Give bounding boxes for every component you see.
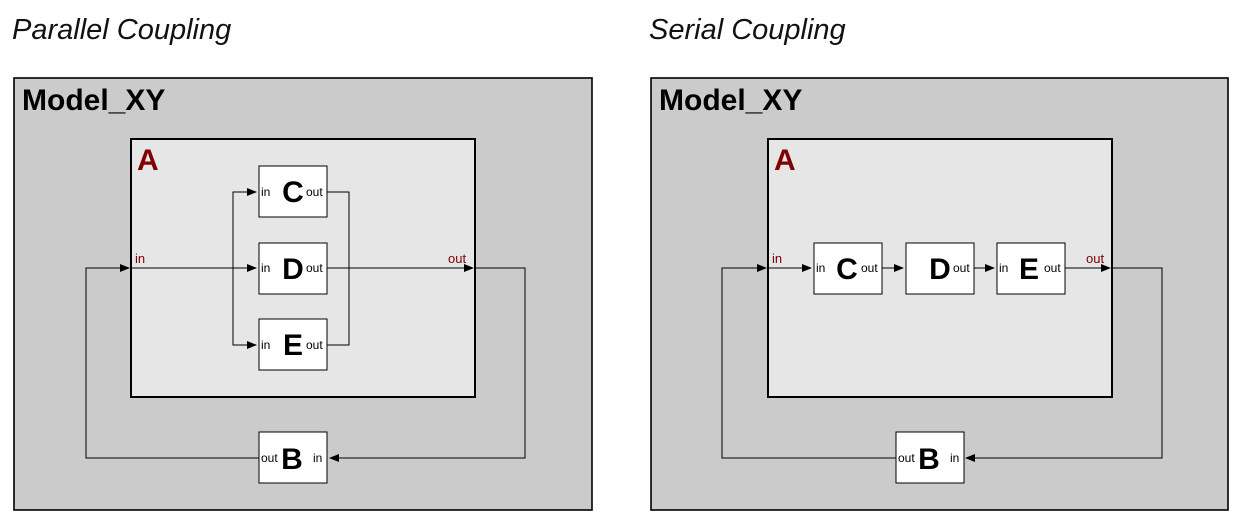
serial-block-e-in-port: in (999, 261, 1008, 275)
parallel-block-e: in E out (258, 318, 328, 371)
serial-block-b-label: B (918, 443, 940, 476)
serial-title: Serial Coupling (649, 14, 846, 46)
parallel-block-c-box (258, 165, 328, 218)
parallel-block-d-in-port: in (261, 261, 270, 275)
serial-coupling-diagram: Serial Coupling Model_XY A in out in C o… (649, 14, 1229, 511)
serial-block-e-label: E (1019, 253, 1039, 286)
parallel-a-in-port: in (135, 251, 145, 266)
parallel-model-xy-label: Model_XY (22, 84, 165, 117)
parallel-a-out-port: out (448, 251, 466, 266)
parallel-coupling-diagram: Parallel Coupling Model_XY A in out in C… (12, 14, 593, 511)
parallel-block-b-in-port: in (313, 451, 322, 465)
parallel-block-e-label: E (283, 329, 303, 362)
serial-block-b-box (895, 431, 965, 484)
parallel-block-a-label: A (137, 144, 159, 177)
parallel-block-b-label: B (281, 443, 303, 476)
parallel-block-d-label: D (282, 253, 304, 286)
parallel-title: Parallel Coupling (12, 14, 231, 46)
parallel-block-c-in-port: in (261, 185, 270, 199)
parallel-block-b-out-port: out (261, 451, 278, 465)
parallel-block-c: in C out (258, 165, 328, 218)
parallel-block-d-out-port: out (306, 261, 323, 275)
serial-block-c-box (813, 242, 883, 295)
parallel-wires (85, 188, 526, 462)
serial-block-e-out-port: out (1044, 261, 1061, 275)
serial-block-c-label: C (836, 253, 858, 286)
serial-block-c-out-port: out (861, 261, 878, 275)
parallel-block-e-box (258, 318, 328, 371)
serial-block-b-out-port: out (898, 451, 915, 465)
serial-block-d-label: D (929, 253, 951, 286)
parallel-block-e-out-port: out (306, 338, 323, 352)
serial-wire-feedback-to-b (965, 267, 1163, 462)
parallel-wire-to-e (232, 268, 257, 349)
serial-a-in-port: in (772, 251, 782, 266)
serial-block-d-out-port: out (953, 261, 970, 275)
parallel-wire-c-to-out (327, 191, 350, 268)
parallel-block-b: out B in (258, 431, 328, 484)
serial-model-xy-label: Model_XY (659, 84, 802, 117)
parallel-wire-feedback-to-b (329, 267, 526, 462)
serial-block-d: D out (905, 242, 975, 295)
parallel-block-c-label: C (282, 176, 304, 209)
parallel-block-d-box (258, 242, 328, 295)
serial-block-c-in-port: in (816, 261, 825, 275)
parallel-wire-to-c (232, 188, 257, 268)
parallel-block-b-box (258, 431, 328, 484)
serial-a-out-port: out (1086, 251, 1104, 266)
serial-block-b-in-port: in (950, 451, 959, 465)
serial-block-d-box (905, 242, 975, 295)
serial-wires (721, 264, 1163, 462)
serial-block-e-box (996, 242, 1066, 295)
parallel-block-c-out-port: out (306, 185, 323, 199)
serial-block-a-label: A (774, 144, 796, 177)
parallel-wire-b-to-a (85, 264, 259, 459)
parallel-wire-e-to-out (327, 268, 350, 346)
serial-wire-b-to-a (721, 264, 896, 459)
serial-block-b: out B in (895, 431, 965, 484)
serial-block-c: in C out (813, 242, 883, 295)
serial-block-e: in E out (996, 242, 1066, 295)
parallel-block-e-in-port: in (261, 338, 270, 352)
parallel-block-d: in D out (258, 242, 328, 295)
